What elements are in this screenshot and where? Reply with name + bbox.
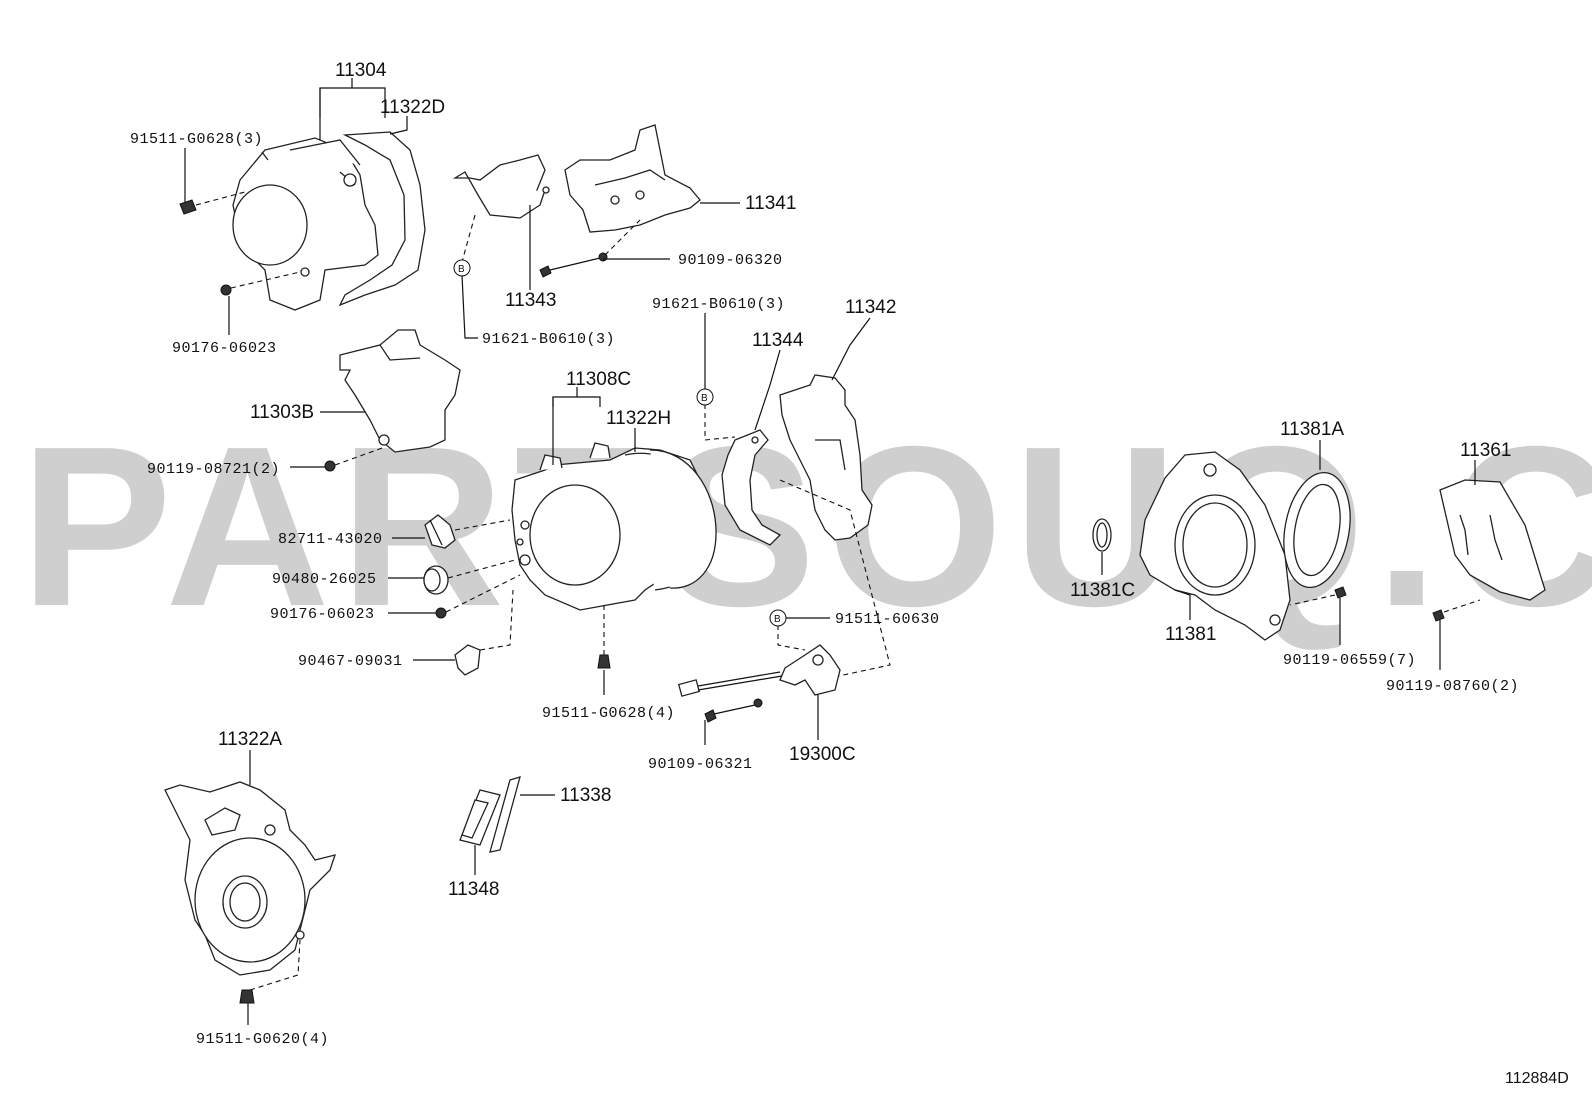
- svg-text:B: B: [701, 393, 708, 404]
- bolt-90119-08721-2: [324, 446, 386, 472]
- label-91511-G0628-4: 91511-G0628(4): [542, 705, 675, 722]
- leader-lines: [184, 78, 1476, 1025]
- part-90480-26025-plug: [423, 559, 516, 595]
- part-labels: 11304 11322D 91511-G0628(3) 90176-06023 …: [130, 60, 1569, 1087]
- part-11322A-cover: [164, 781, 336, 976]
- bolt-90109-06321: [704, 698, 763, 723]
- label-19300C: 19300C: [789, 744, 856, 765]
- label-91621-B0610-3-left: 91621-B0610(3): [482, 331, 615, 348]
- part-11381C-oring: [1092, 518, 1112, 552]
- label-11322A: 11322A: [218, 729, 282, 750]
- part-90467-09031-clip: [454, 589, 514, 676]
- part-11341-bracket: [564, 124, 701, 233]
- guide-b-left: [461, 214, 476, 263]
- bolt-91511-G0628-4: [597, 605, 611, 669]
- part-11343-bracket: [452, 154, 550, 219]
- svg-text:B: B: [458, 264, 465, 275]
- label-11322H: 11322H: [606, 408, 671, 429]
- callout-b-2: B: [696, 388, 714, 406]
- label-11381C: 11381C: [1070, 580, 1135, 601]
- part-11381-retainer: [1139, 451, 1291, 641]
- label-91621-B0610-3-mid: 91621-B0610(3): [652, 296, 785, 313]
- label-11304: 11304: [335, 60, 387, 81]
- label-11303B: 11303B: [250, 402, 314, 423]
- label-11344: 11344: [752, 330, 804, 351]
- bolt-90109-06320: [539, 219, 641, 278]
- label-90176-06023-mid: 90176-06023: [270, 606, 375, 623]
- part-11322D-gasket: [338, 131, 426, 307]
- label-90109-06321: 90109-06321: [648, 756, 753, 773]
- part-11338-key: [489, 776, 521, 853]
- diagram-code: 112884D: [1505, 1070, 1569, 1087]
- part-19300C-sensor: [677, 644, 841, 697]
- label-90467-09031: 90467-09031: [298, 653, 403, 670]
- guide-sensor: [779, 479, 891, 681]
- label-90109-06320: 90109-06320: [678, 252, 783, 269]
- part-11381A-oil-seal: [1283, 471, 1351, 589]
- bolt-90119-08760-2: [1432, 599, 1481, 622]
- part-11361-plate: [1439, 479, 1546, 601]
- label-91511-G0620-4: 91511-G0620(4): [196, 1031, 329, 1048]
- part-11344-bearing-half: [721, 429, 782, 546]
- label-11381: 11381: [1165, 624, 1216, 645]
- label-82711-43020: 82711-43020: [278, 531, 383, 548]
- bolt-90119-06559-7: [1289, 586, 1347, 606]
- part-11303B-plate: [339, 329, 461, 453]
- label-90119-08760-2: 90119-08760(2): [1386, 678, 1519, 695]
- callout-b-1: B: [453, 259, 471, 277]
- bolt-90176-06023-top: [220, 271, 301, 296]
- label-11322D: 11322D: [380, 97, 445, 118]
- bolt-91511-G0628-3: [179, 191, 246, 215]
- label-91511-60630: 91511-60630: [835, 611, 940, 628]
- label-90119-08721-2: 90119-08721(2): [147, 461, 280, 478]
- part-11342-bracket: [779, 374, 873, 541]
- label-11342: 11342: [845, 297, 896, 318]
- label-11381A: 11381A: [1280, 419, 1344, 440]
- label-90119-06559-7: 90119-06559(7): [1283, 652, 1416, 669]
- label-90480-26025: 90480-26025: [272, 571, 377, 588]
- label-11341: 11341: [745, 193, 796, 214]
- part-11348-key: [459, 789, 501, 846]
- bolt-91511-G0620-4: [239, 939, 301, 1004]
- part-11322H-gasket: [649, 449, 717, 589]
- callout-b-3: B: [769, 609, 787, 627]
- label-11308C: 11308C: [566, 369, 631, 390]
- label-11343: 11343: [505, 290, 556, 311]
- label-11338: 11338: [560, 785, 611, 806]
- label-90176-06023-top: 90176-06023: [172, 340, 277, 357]
- label-91511-G0628-3: 91511-G0628(3): [130, 131, 263, 148]
- svg-text:B: B: [774, 614, 781, 625]
- part-82711-43020: [424, 514, 511, 549]
- part-11304-timing-cover: [232, 137, 379, 311]
- label-11361: 11361: [1460, 440, 1511, 461]
- label-11348: 11348: [448, 879, 499, 900]
